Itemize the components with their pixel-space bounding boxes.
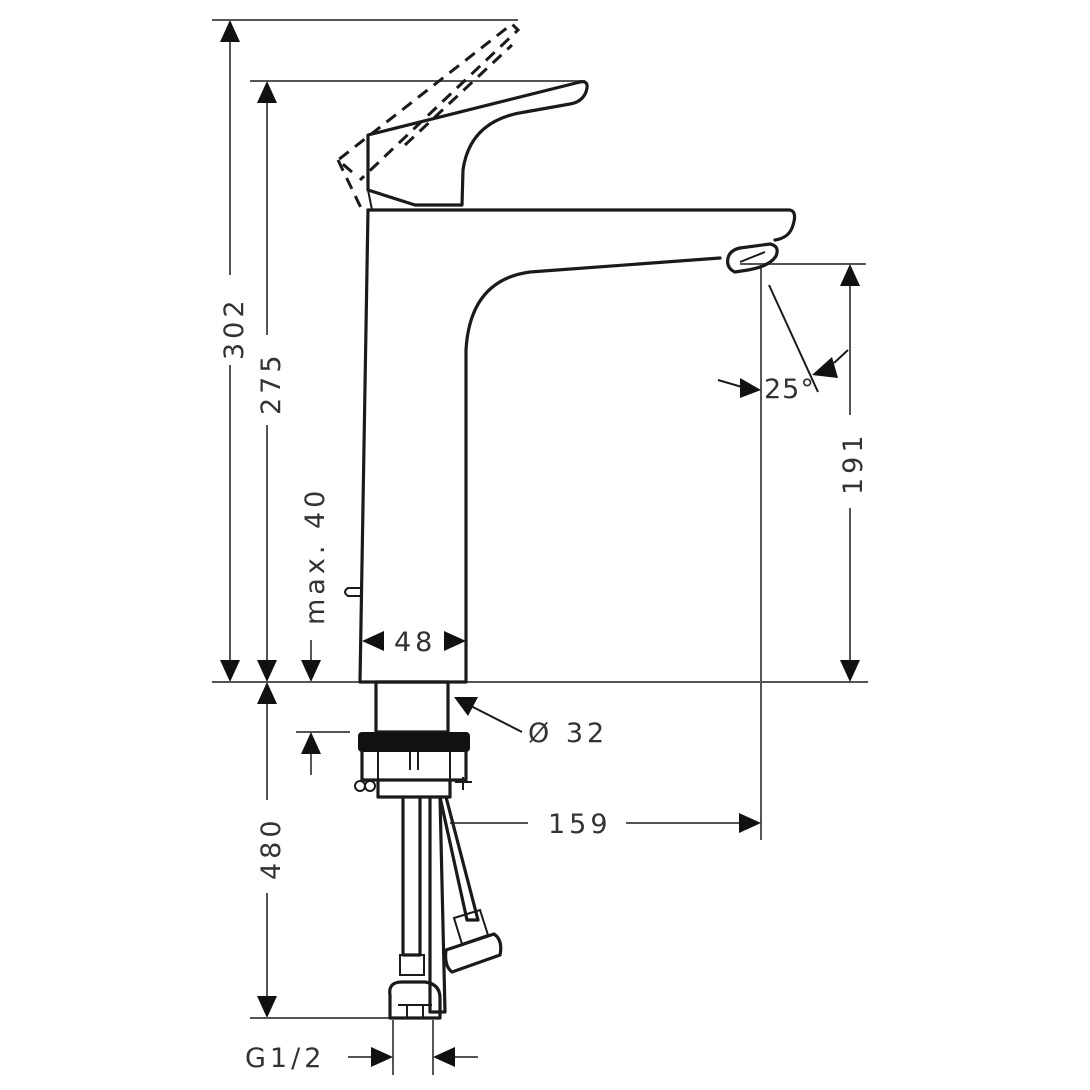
lever-handle-raised xyxy=(335,22,521,211)
faucet-body xyxy=(344,208,797,684)
dimension-48: 48 xyxy=(362,627,466,658)
dimension-159: 159 xyxy=(450,809,761,840)
dimension-max-40: max. 40 xyxy=(296,487,350,775)
lever-handle xyxy=(366,80,589,211)
dimension-g12: G1/2 xyxy=(245,1020,478,1075)
dim-label-diameter: Ø 32 xyxy=(528,718,608,749)
mounting-shank xyxy=(354,680,472,799)
dim-label-g12: G1/2 xyxy=(245,1043,325,1074)
supply-hoses xyxy=(388,795,503,1020)
dimension-275: 275 xyxy=(250,80,585,682)
dimension-diameter-32: Ø 32 xyxy=(454,697,608,749)
dim-label-302: 302 xyxy=(219,296,250,360)
dim-label-48: 48 xyxy=(394,627,436,658)
dim-label-159: 159 xyxy=(548,809,612,840)
dim-label-480: 480 xyxy=(256,816,287,880)
dim-label-angle: 25° xyxy=(764,374,815,405)
dimension-angle-25: 25° xyxy=(717,264,849,840)
dimension-191: 191 xyxy=(740,263,869,682)
dim-label-275: 275 xyxy=(256,351,287,415)
dimension-480: 480 xyxy=(250,682,440,1019)
dim-label-max-40: max. 40 xyxy=(300,487,331,625)
dimension-302: 302 xyxy=(212,19,518,682)
dim-label-191: 191 xyxy=(838,431,869,495)
